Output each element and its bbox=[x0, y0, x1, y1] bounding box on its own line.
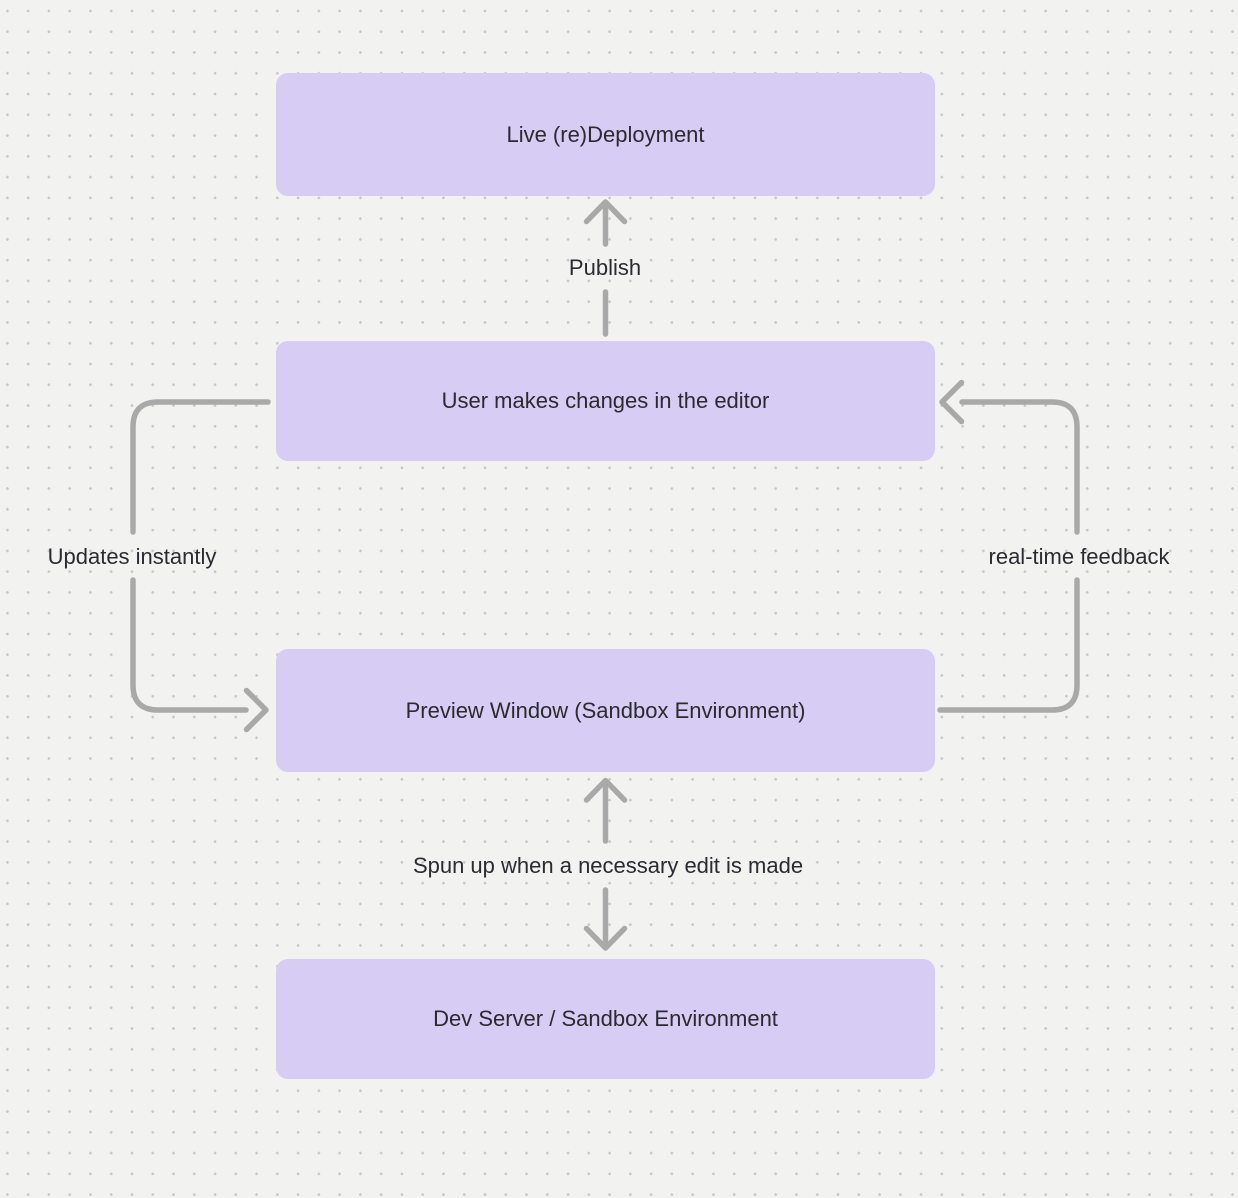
node-preview-window: Preview Window (Sandbox Environment) bbox=[276, 649, 935, 772]
edge-updates-line-upper bbox=[130, 399, 271, 535]
edge-label-updates-instantly: Updates instantly bbox=[47, 544, 217, 569]
edge-feedback-arrowhead-left bbox=[939, 379, 965, 425]
edge-updates-line-lower bbox=[130, 577, 249, 713]
edge-label-real-time-feedback: real-time feedback bbox=[988, 544, 1170, 569]
edge-feedback-line-lower bbox=[937, 577, 1080, 713]
node-dev-server-label: Dev Server / Sandbox Environment bbox=[433, 1006, 778, 1032]
edge-publish-arrowhead-up bbox=[583, 199, 628, 225]
edge-spun-arrowhead-up bbox=[583, 777, 628, 803]
edge-spun-arrowhead-down bbox=[583, 925, 628, 951]
node-editor: User makes changes in the editor bbox=[276, 341, 935, 461]
node-preview-window-label: Preview Window (Sandbox Environment) bbox=[405, 697, 806, 723]
node-live-deployment: Live (re)Deployment bbox=[276, 73, 935, 196]
edge-label-publish: Publish bbox=[568, 255, 642, 280]
edge-label-spun-up: Spun up when a necessary edit is made bbox=[412, 853, 804, 878]
edge-updates-arrowhead-right bbox=[243, 687, 269, 733]
node-editor-label: User makes changes in the editor bbox=[441, 388, 770, 414]
node-live-deployment-label: Live (re)Deployment bbox=[506, 121, 705, 147]
edge-feedback-line-upper bbox=[959, 399, 1080, 535]
node-dev-server: Dev Server / Sandbox Environment bbox=[276, 959, 935, 1079]
